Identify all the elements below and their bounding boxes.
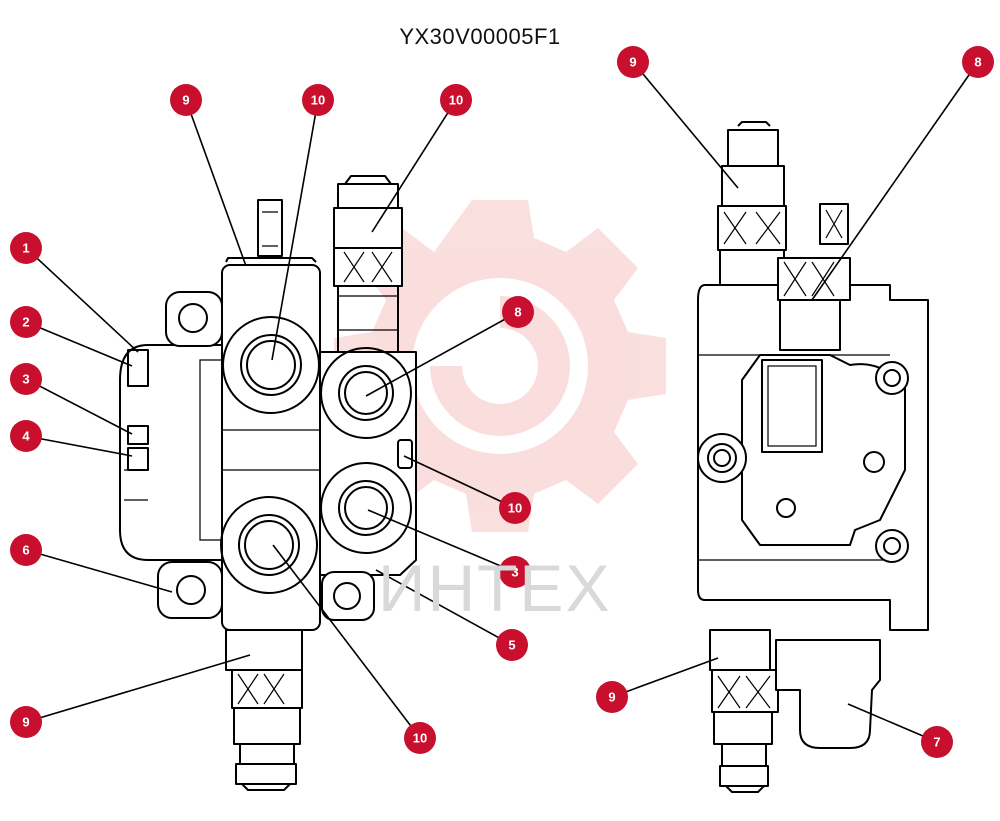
callout-10: 10 xyxy=(499,492,531,524)
callout-label: 8 xyxy=(514,305,521,320)
callout-5: 5 xyxy=(496,629,528,661)
callout-9: 9 xyxy=(596,681,628,713)
callout-circle xyxy=(617,46,649,78)
right-valve-drawing xyxy=(697,121,929,793)
callout-circle xyxy=(921,726,953,758)
callout-label: 10 xyxy=(449,93,463,108)
callout-circle xyxy=(302,84,334,116)
callout-label: 3 xyxy=(511,565,518,580)
callout-markers: 1 2 3 4 6 9 9 10 10 8 10 3 10 5 9 8 9 7 xyxy=(10,46,994,758)
callout-circle xyxy=(499,492,531,524)
callout-3: 3 xyxy=(499,556,531,588)
callout-label: 9 xyxy=(182,93,189,108)
callout-label: 6 xyxy=(22,543,29,558)
callout-3: 3 xyxy=(10,363,42,395)
callout-circle xyxy=(10,706,42,738)
callout-circle xyxy=(10,306,42,338)
callout-10: 10 xyxy=(302,84,334,116)
leader-lines xyxy=(25,61,979,743)
callout-circle xyxy=(502,296,534,328)
callout-circle xyxy=(496,629,528,661)
callout-circle xyxy=(170,84,202,116)
callout-circle xyxy=(596,681,628,713)
callout-circle xyxy=(499,556,531,588)
callout-label: 9 xyxy=(22,715,29,730)
callout-label: 10 xyxy=(311,93,325,108)
callout-label: 10 xyxy=(413,731,427,746)
left-valve-drawing xyxy=(119,175,417,791)
callout-label: 9 xyxy=(608,690,615,705)
callout-label: 2 xyxy=(22,315,29,330)
callout-7: 7 xyxy=(921,726,953,758)
callout-label: 7 xyxy=(933,735,940,750)
callout-label: 4 xyxy=(22,429,30,444)
callout-label: 9 xyxy=(629,55,636,70)
callout-6: 6 xyxy=(10,534,42,566)
callout-circle xyxy=(10,363,42,395)
callout-8: 8 xyxy=(502,296,534,328)
callout-circle xyxy=(10,232,42,264)
drawing-title: YX30V00005F1 xyxy=(399,24,561,49)
callout-label: 3 xyxy=(22,372,29,387)
callout-circle xyxy=(440,84,472,116)
callout-circle xyxy=(10,534,42,566)
callout-circle xyxy=(962,46,994,78)
callout-9: 9 xyxy=(617,46,649,78)
callout-10: 10 xyxy=(440,84,472,116)
callout-label: 8 xyxy=(974,55,981,70)
callout-label: 10 xyxy=(508,501,522,516)
callout-circle xyxy=(10,420,42,452)
callout-8: 8 xyxy=(962,46,994,78)
callout-10: 10 xyxy=(404,722,436,754)
callout-9: 9 xyxy=(170,84,202,116)
callout-1: 1 xyxy=(10,232,42,264)
callout-2: 2 xyxy=(10,306,42,338)
callout-circle xyxy=(404,722,436,754)
callout-label: 5 xyxy=(508,638,515,653)
callout-4: 4 xyxy=(10,420,42,452)
callout-label: 1 xyxy=(22,241,29,256)
watermark-text: ИНТЕХ xyxy=(378,551,612,625)
callout-9: 9 xyxy=(10,706,42,738)
